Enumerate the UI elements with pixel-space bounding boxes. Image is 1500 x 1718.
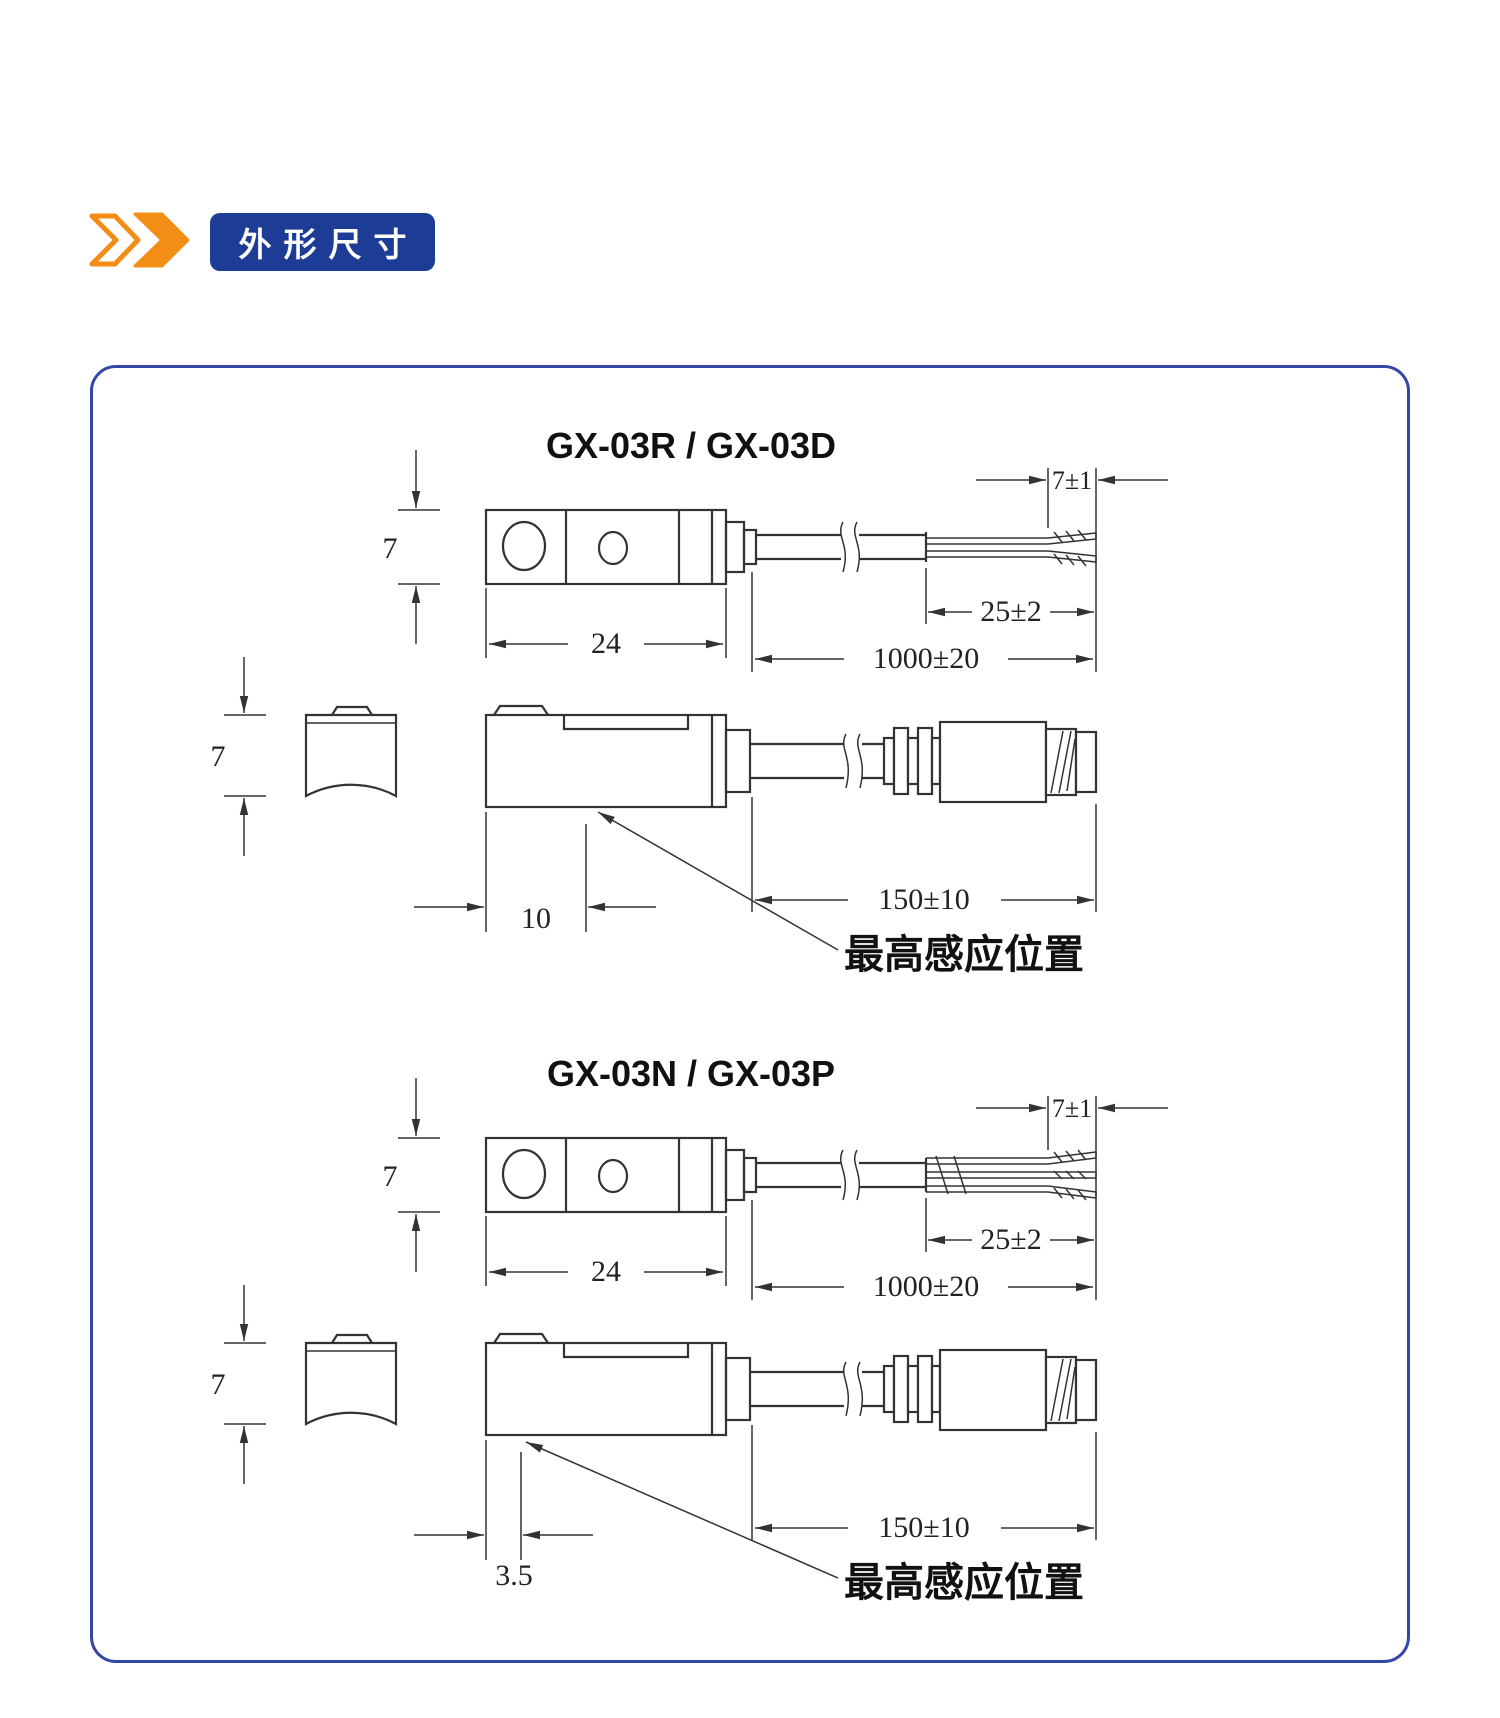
dim-label-cable-length: 1000±20 [873, 1270, 979, 1303]
dim-label-side-height: 7 [211, 1368, 226, 1401]
dim-body-length: 24 [485, 588, 727, 660]
dim-cable-length: 1000±20 [751, 1200, 1093, 1303]
dim-label-body-height: 7 [383, 1160, 398, 1193]
dim-wire-tip: 7±1 [976, 466, 1168, 672]
dim-body-height: 7 [383, 450, 440, 644]
sensing-position-callout: 最高感应位置 [597, 811, 1084, 977]
sensing-position-label: 最高感应位置 [844, 933, 1084, 977]
dimension-drawing-gx03n-gx03p: GX-03N / GX-03P [211, 1053, 1168, 1605]
dim-pigtail-length: 150±10 [751, 797, 1097, 916]
diagram-title: GX-03N / GX-03P [547, 1053, 835, 1094]
section-badge-label: 外形尺寸 [238, 226, 419, 263]
sensing-position-label: 最高感应位置 [844, 1561, 1084, 1605]
dim-label-side-height: 7 [211, 740, 226, 773]
dim-label-sensing-offset: 3.5 [495, 1559, 533, 1592]
dim-body-height: 7 [383, 1078, 440, 1272]
dim-label-pigtail-length: 150±10 [878, 1511, 969, 1544]
dim-wire-tip: 7±1 [976, 1094, 1168, 1300]
dim-label-wire-strip: 25±2 [980, 1223, 1041, 1256]
dim-wire-strip: 25±2 [925, 568, 1094, 628]
dim-wire-strip: 25±2 [925, 1198, 1094, 1256]
chevrons-icon [89, 212, 190, 268]
dim-label-wire-tip: 7±1 [1052, 466, 1092, 495]
dimension-drawing-gx03r-gx03d: GX-03R / GX-03D [211, 425, 1168, 977]
top-view [484, 508, 928, 586]
dimensions-panel: GX-03R / GX-03D [90, 365, 1410, 1663]
chevron-outline [89, 213, 141, 267]
chevron-solid [133, 212, 190, 268]
dim-label-wire-tip: 7±1 [1052, 1094, 1092, 1123]
dim-label-body-length: 24 [591, 627, 621, 660]
dim-label-sensing-offset: 10 [521, 902, 551, 935]
dim-label-body-length: 24 [591, 1255, 621, 1288]
diagram-title: GX-03R / GX-03D [546, 425, 836, 466]
dim-label-cable-length: 1000±20 [873, 642, 979, 675]
dim-body-length: 24 [485, 1216, 727, 1288]
dim-sensing-offset: 10 [414, 812, 656, 935]
dim-label-body-height: 7 [383, 532, 398, 565]
dim-side-height: 7 [211, 657, 266, 856]
dim-label-wire-strip: 25±2 [980, 595, 1041, 628]
dim-side-height: 7 [211, 1285, 266, 1484]
side-view [304, 1332, 1098, 1437]
dim-cable-length: 1000±20 [751, 572, 1093, 675]
wire-leads [926, 529, 1097, 567]
dim-sensing-offset: 3.5 [414, 1440, 593, 1592]
dim-pigtail-length: 150±10 [751, 1425, 1097, 1544]
wire-leads [926, 1149, 1097, 1201]
sensing-position-callout: 最高感应位置 [525, 1441, 1084, 1605]
section-badge: 外形尺寸 [210, 213, 435, 271]
dim-label-pigtail-length: 150±10 [878, 883, 969, 916]
side-view [304, 704, 1098, 809]
top-view [484, 1136, 928, 1214]
